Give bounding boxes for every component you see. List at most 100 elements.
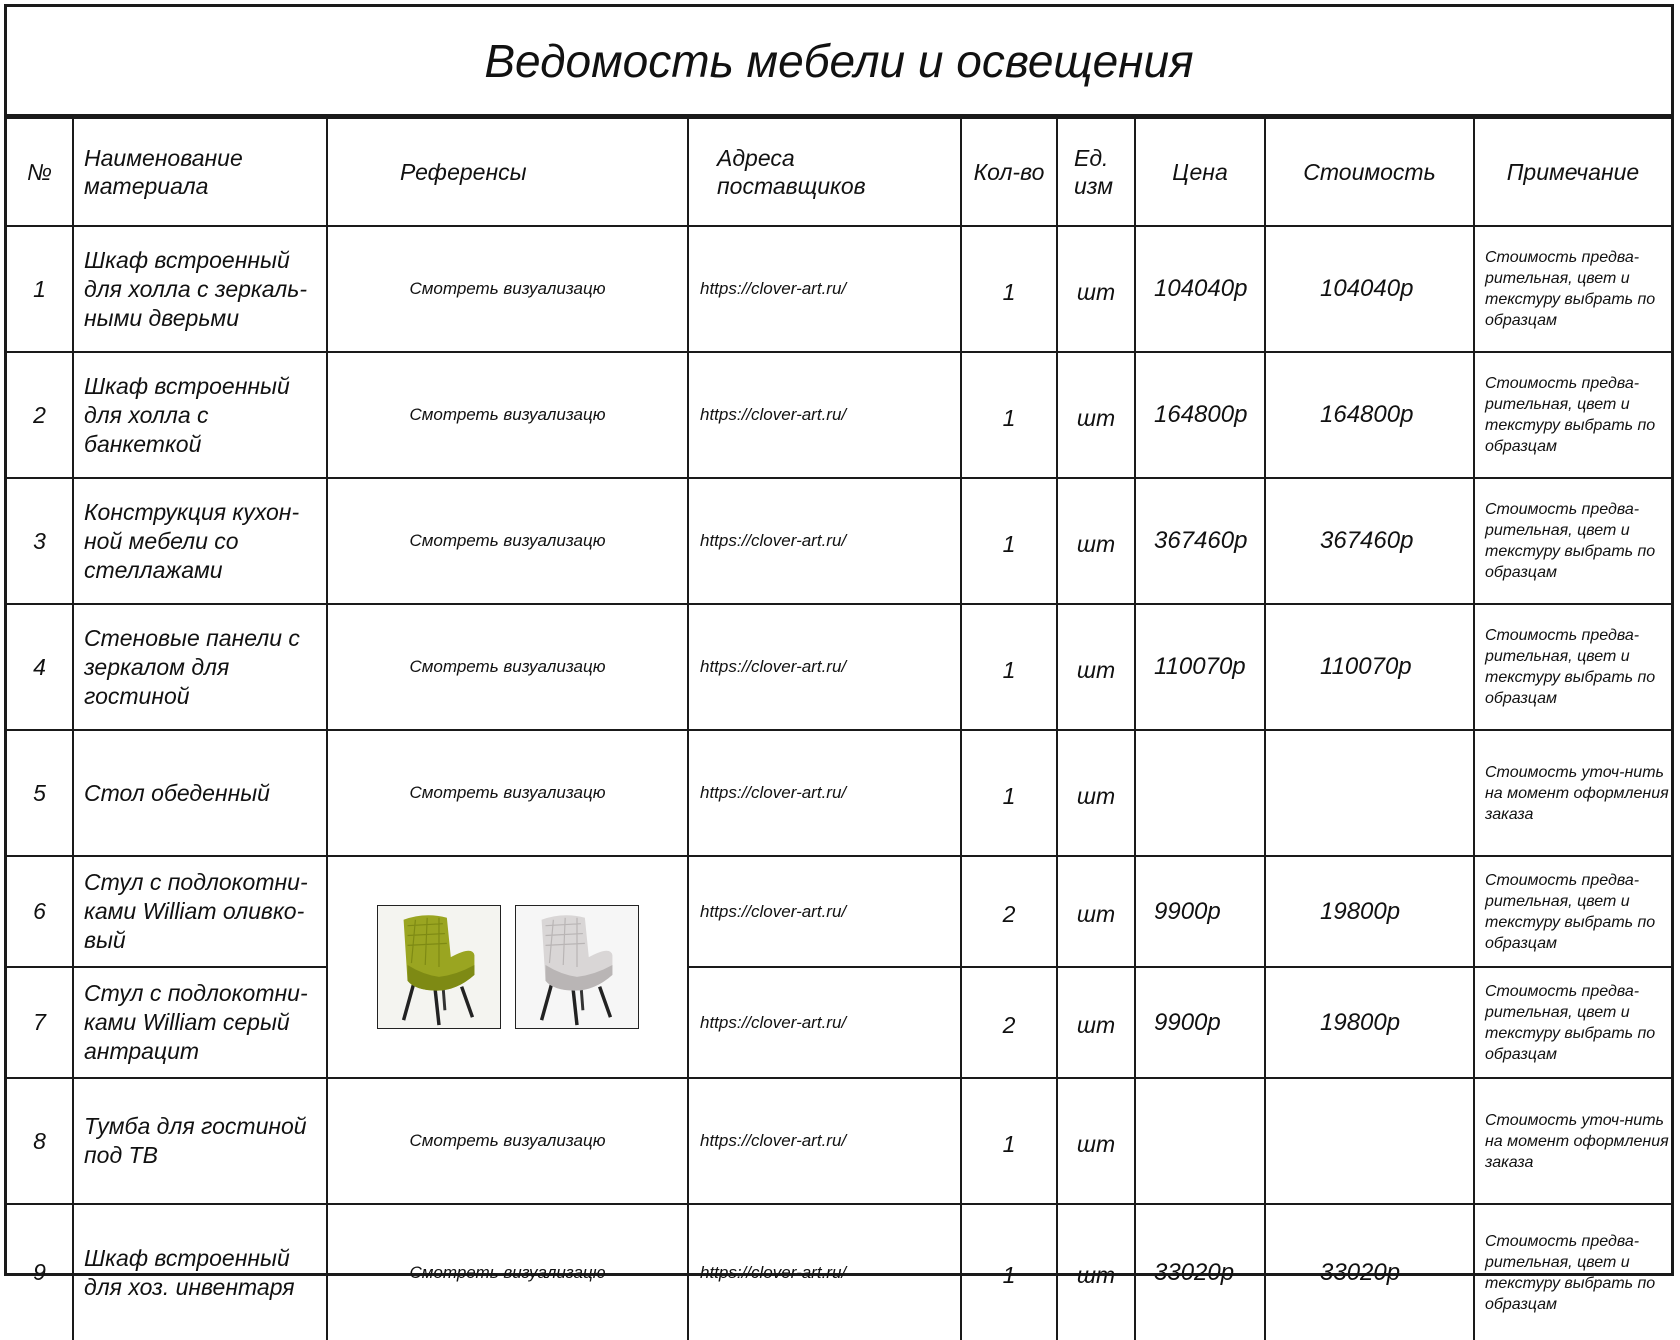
table-row: 9 Шкаф встроенный для хоз. инвентаря Смо… [7, 1203, 1671, 1340]
grey-armchair-icon [515, 906, 638, 1028]
header-unit-label: Ед. изм [1074, 145, 1113, 199]
visualization-link[interactable]: Смотреть визуализацю [326, 1203, 689, 1340]
olive-armchair-icon [377, 906, 500, 1028]
visualization-link[interactable]: Смотреть визуализацю [326, 225, 689, 353]
visualization-link[interactable]: Смотреть визуализацю [326, 729, 689, 857]
supplier-link[interactable]: https://clover-art.ru/ [687, 225, 962, 353]
row-unit: шт [1056, 1077, 1136, 1205]
visualization-link[interactable]: Смотреть визуализацю [326, 477, 689, 605]
row-num: 6 [7, 855, 74, 968]
row-name: Шкаф встроенный для хоз. инвентаря [72, 1203, 328, 1340]
table-row: 4 Стеновые панели с зеркалом для гостино… [7, 603, 1671, 731]
row-unit: шт [1056, 225, 1136, 353]
row-name: Конструкция кухон-ной мебели со стеллажа… [72, 477, 328, 605]
table-row: 5 Стол обеденный Смотреть визуализацю ht… [7, 729, 1671, 857]
row-qty: 1 [960, 225, 1058, 353]
row-note: Стоимость предва-рительная, цвет и текст… [1473, 966, 1671, 1079]
row-note: Стоимость предва-рительная, цвет и текст… [1473, 225, 1671, 353]
supplier-link[interactable]: https://clover-art.ru/ [687, 855, 962, 968]
row-num: 5 [7, 729, 74, 857]
row-cost: 19800р [1264, 966, 1475, 1079]
header-cost: Стоимость [1264, 117, 1475, 227]
row-unit: шт [1056, 966, 1136, 1079]
row-num: 7 [7, 966, 74, 1079]
row-price: 104040р [1134, 225, 1266, 353]
row-price: 9900р [1134, 966, 1266, 1079]
header-suppliers-label: Адреса поставщиков [717, 145, 866, 199]
row-qty: 1 [960, 477, 1058, 605]
olive-armchair-photo[interactable] [376, 905, 501, 1029]
row-qty: 1 [960, 729, 1058, 857]
row-name: Тумба для гостиной под ТВ [72, 1077, 328, 1205]
chair-thumbnails [328, 905, 687, 1029]
table-row: 1 Шкаф встроенный для холла с зеркаль-ны… [7, 225, 1671, 353]
row-cost: 367460р [1264, 477, 1475, 605]
visualization-link[interactable]: Смотреть визуализацю [326, 1077, 689, 1205]
row-price: 110070р [1134, 603, 1266, 731]
row-price: 9900р [1134, 855, 1266, 968]
row-note: Стоимость предва-рительная, цвет и текст… [1473, 855, 1671, 968]
supplier-link[interactable]: https://clover-art.ru/ [687, 966, 962, 1079]
header-refs-label: Референсы [400, 158, 527, 185]
visualization-link[interactable]: Смотреть визуализацю [326, 603, 689, 731]
row-cost: 104040р [1264, 225, 1475, 353]
header-refs: Референсы [326, 117, 689, 227]
header-price: Цена [1134, 117, 1266, 227]
header-row: № Наименование материала Референсы Адрес… [7, 117, 1671, 227]
supplier-link[interactable]: https://clover-art.ru/ [687, 729, 962, 857]
visualization-link[interactable]: Смотреть визуализацю [326, 351, 689, 479]
row-note: Стоимость уточ-нить на момент оформления… [1473, 729, 1671, 857]
row-cost [1264, 729, 1475, 857]
row-cost: 110070р [1264, 603, 1475, 731]
row-num: 1 [7, 225, 74, 353]
header-name-label: Наименование материала [84, 145, 243, 199]
row-unit: шт [1056, 729, 1136, 857]
row-num: 2 [7, 351, 74, 479]
chair-references [326, 855, 689, 1079]
row-price: 367460р [1134, 477, 1266, 605]
supplier-link[interactable]: https://clover-art.ru/ [687, 477, 962, 605]
row-num: 4 [7, 603, 74, 731]
supplier-link[interactable]: https://clover-art.ru/ [687, 1077, 962, 1205]
document-title: Ведомость мебели и освещения [7, 7, 1671, 117]
supplier-link[interactable]: https://clover-art.ru/ [687, 351, 962, 479]
row-name: Стеновые панели с зеркалом для гостиной [72, 603, 328, 731]
row-note: Стоимость предва-рительная, цвет и текст… [1473, 477, 1671, 605]
row-note: Стоимость уточ-нить на момент оформления… [1473, 1077, 1671, 1205]
table-row: 8 Тумба для гостиной под ТВ Смотреть виз… [7, 1077, 1671, 1205]
row-qty: 2 [960, 855, 1058, 968]
row-num: 9 [7, 1203, 74, 1340]
schedule-table: № Наименование материала Референсы Адрес… [7, 117, 1671, 1340]
header-suppliers: Адреса поставщиков [687, 117, 962, 227]
row-name: Шкаф встроенный для холла с зеркаль-ными… [72, 225, 328, 353]
table-row: 7 Стул с подлокотни-ками William серый а… [7, 966, 1671, 1079]
header-qty: Кол-во [960, 117, 1058, 227]
table-row: 6 Стул с подлокотни-ками William оливко-… [7, 855, 1671, 1079]
row-cost [1264, 1077, 1475, 1205]
furniture-schedule-sheet: Ведомость мебели и освещения № Наименова… [4, 4, 1674, 1340]
row-unit: шт [1056, 477, 1136, 605]
header-name: Наименование материала [72, 117, 328, 227]
grey-armchair-photo[interactable] [514, 905, 639, 1029]
row-unit: шт [1056, 351, 1136, 479]
row-name: Стул с подлокотни-ками William оливко-вы… [72, 855, 328, 968]
row-unit: шт [1056, 855, 1136, 968]
row-unit: шт [1056, 1203, 1136, 1340]
supplier-link[interactable]: https://clover-art.ru/ [687, 603, 962, 731]
row-note: Стоимость предва-рительная, цвет и текст… [1473, 351, 1671, 479]
row-unit: шт [1056, 603, 1136, 731]
row-price: 33020р [1134, 1203, 1266, 1340]
row-num: 8 [7, 1077, 74, 1205]
row-price: 164800р [1134, 351, 1266, 479]
row-name: Шкаф встроенный для холла с банкеткой [72, 351, 328, 479]
table-row: 2 Шкаф встроенный для холла с банкеткой … [7, 351, 1671, 479]
row-num: 3 [7, 477, 74, 605]
row-qty: 1 [960, 1203, 1058, 1340]
row-cost: 164800р [1264, 351, 1475, 479]
row-qty: 1 [960, 1077, 1058, 1205]
row-name: Стол обеденный [72, 729, 328, 857]
row-cost: 19800р [1264, 855, 1475, 968]
header-note: Примечание [1473, 117, 1671, 227]
supplier-link[interactable]: https://clover-art.ru/ [687, 1203, 962, 1340]
row-note: Стоимость предва-рительная, цвет и текст… [1473, 603, 1671, 731]
